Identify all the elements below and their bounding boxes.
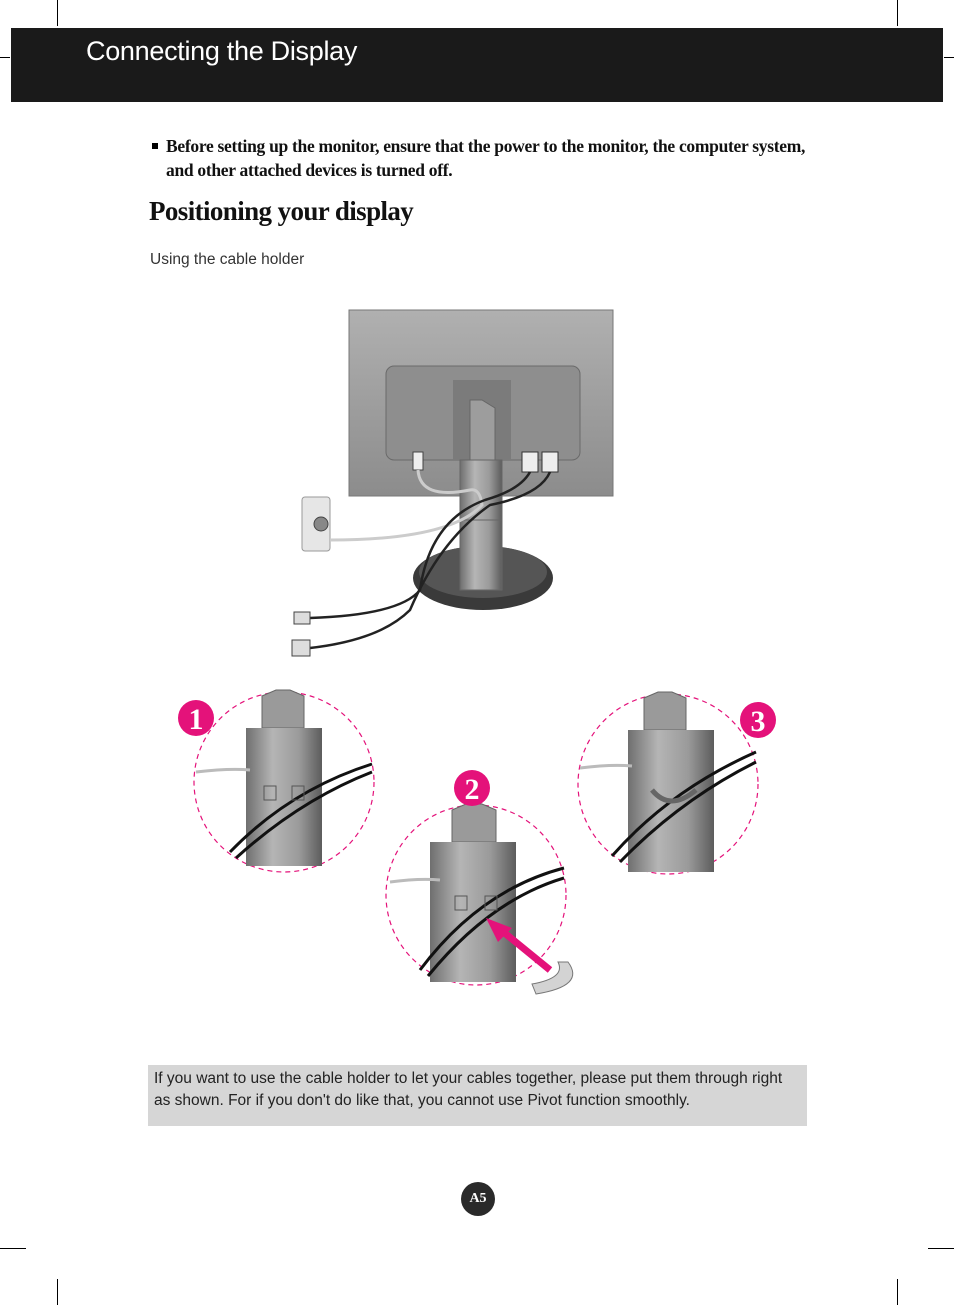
step-2-label: 2 <box>465 773 480 806</box>
section-subtitle: Using the cable holder <box>150 251 305 268</box>
monitor-back-image <box>291 309 614 657</box>
crop-mark <box>57 0 58 26</box>
crop-mark <box>897 0 898 26</box>
step-3-label: 3 <box>751 705 766 738</box>
step-1-detail <box>178 689 375 873</box>
note-box: If you want to use the cable holder to l… <box>148 1065 807 1126</box>
crop-mark <box>944 57 954 58</box>
crop-mark <box>897 1279 898 1305</box>
page-number-badge: A5 <box>461 1182 495 1216</box>
step-3-detail <box>577 691 776 875</box>
step-1-label: 1 <box>189 703 204 736</box>
step-2-detail <box>385 770 574 995</box>
crop-mark <box>928 1248 954 1249</box>
section-title: Positioning your display <box>149 196 414 226</box>
crop-mark <box>57 1279 58 1305</box>
bullet-icon <box>152 143 158 149</box>
warning-text: Before setting up the monitor, ensure th… <box>166 136 806 180</box>
page-title: Connecting the Display <box>86 36 358 66</box>
header-bar <box>11 28 943 102</box>
crop-mark <box>0 57 10 58</box>
crop-mark <box>0 1248 26 1249</box>
note-text: If you want to use the cable holder to l… <box>154 1070 783 1109</box>
